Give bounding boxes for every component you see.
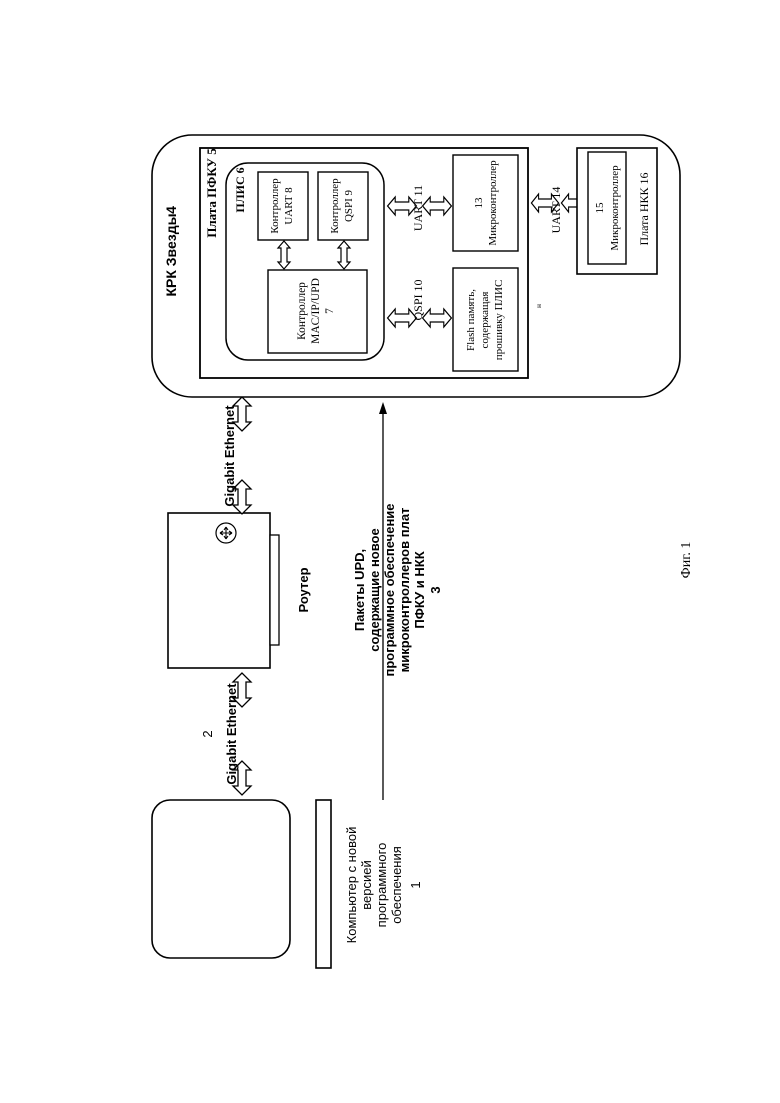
computer-label-line-4: обеспечения [389,846,404,924]
qspi10-label: QSPI 10 [411,279,425,320]
krk-label: КРК Звезды [163,213,179,296]
gigabit-left-label: Gigabit Ethernet [224,683,239,785]
gigabit-right-label: Gigabit Ethernet [222,405,237,507]
uart-controller-line-2: UART 8 [283,187,295,225]
packets-label-line-3: программное обеспечение [382,503,397,676]
flash-line-2: содержащая [479,292,491,349]
computer-label: Компьютер с новой версией программного о… [344,827,423,944]
mac-controller-line-3: 7 [324,308,336,314]
router-panel [270,535,279,645]
computer-label-line-2: версией [359,860,374,909]
computer-keyboard [316,800,331,968]
mcu15-name: Микроконтроллер [609,165,621,251]
flash-line-3: прошивку ПЛИС [493,280,505,361]
mac-controller-line-2: MAC/IP/UPD [310,278,322,344]
packets-label-line-4: микроконтроллеров плат [397,508,412,673]
figure-caption: Фиг. 1 [679,542,694,579]
pfku-label: Плата ПФКУ 5 [204,148,219,238]
packets-label-line-5: ПФКУ и НКК [412,551,427,628]
router-icon [216,523,236,543]
mcu13-box [453,155,518,251]
packets-number: 3 [428,586,443,593]
router-label: Роутер [296,567,311,612]
gigabit-left-number: 2 [200,730,215,737]
uart14-label: UART 14 [549,187,563,234]
computer-number: 1 [408,881,423,888]
mcu13-name: Микроконтроллер [487,160,499,246]
computer-label-line-3: программного [374,843,389,928]
qspi-controller-line-1: Контроллер [329,178,341,234]
mcu15-number: 15 [594,202,606,214]
computer-label-line-1: Компьютер с новой [344,827,359,944]
flash-label: Flash память, содержащая прошивку ПЛИС [465,280,505,361]
packets-flow-arrowhead [379,402,387,414]
mac-controller-line-1: Контроллер [296,282,308,340]
uart11-label: UART 11 [411,185,425,231]
nkk-label: Плата НКК 16 [637,172,651,245]
qspi-controller-line-2: QSPI 9 [343,189,355,222]
packets-label-line-1: Пакеты UPD, [352,549,367,631]
plis-label: ПЛИС 6 [233,167,247,212]
flash-line-1: Flash память, [465,289,477,351]
packets-label-line-2: содержащие новое [367,528,382,651]
mcu13-number: 13 [473,197,485,209]
stray-mark: н [535,304,543,308]
uart-controller-line-1: Контроллер [269,178,281,234]
packets-label: Пакеты UPD, содержащие новое программное… [352,503,443,676]
krk-number: 4 [163,206,179,214]
computer-monitor [152,800,290,958]
